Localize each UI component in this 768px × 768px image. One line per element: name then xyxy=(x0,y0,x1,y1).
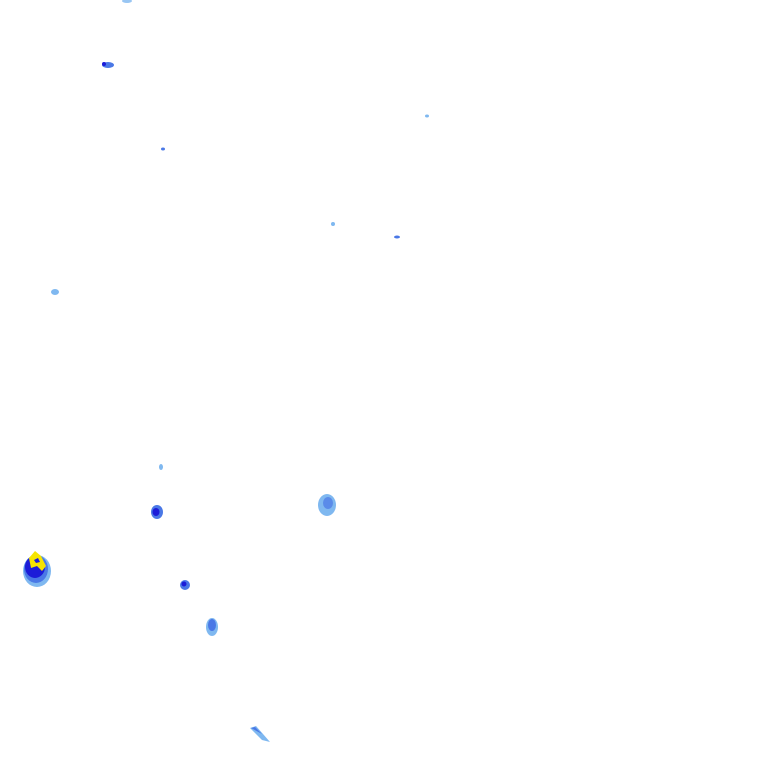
echo-cell-top-left-3 xyxy=(161,147,165,151)
echo-cell-center-1 xyxy=(331,222,335,226)
echo-cell-lower-left-2 xyxy=(151,505,163,519)
echo-cell-top-left-2 xyxy=(102,62,114,68)
echo-cell-lower-left-4 xyxy=(206,618,218,636)
echo-cell-left-1 xyxy=(51,289,59,295)
echo-cell-top-center-1 xyxy=(425,114,429,118)
echo-cell-bottom-1 xyxy=(250,726,270,742)
echo-cell-lower-left-1 xyxy=(159,464,163,470)
echo-cell-lower-center-1 xyxy=(318,494,336,516)
echo-cell-lower-left-3 xyxy=(180,580,190,590)
echo-cell-storm-main xyxy=(23,551,51,587)
echo-cell-center-2 xyxy=(394,235,400,239)
echo-cell-top-left-1 xyxy=(122,0,132,3)
